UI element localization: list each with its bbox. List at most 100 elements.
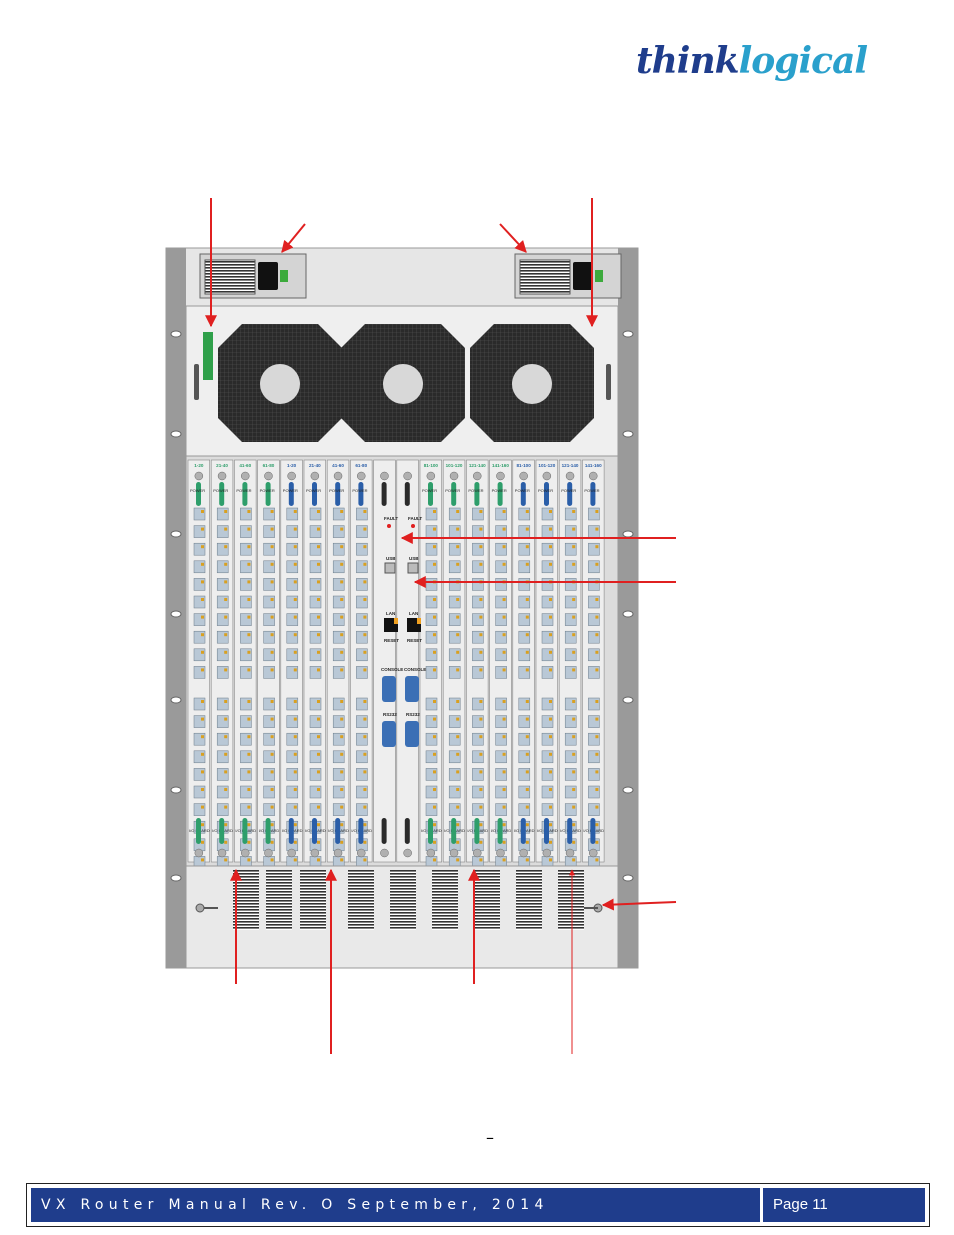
port — [588, 732, 600, 746]
port — [425, 803, 438, 816]
controller-reset-label: RESET — [384, 638, 399, 643]
port — [472, 630, 484, 644]
port — [193, 542, 206, 556]
card-ejector-top — [520, 482, 526, 506]
port — [263, 666, 275, 679]
port — [356, 666, 368, 679]
port — [448, 785, 461, 799]
port — [448, 732, 461, 746]
power-inlet-icon — [258, 262, 278, 290]
port — [518, 666, 531, 679]
port — [332, 666, 345, 679]
card-ejector-top — [590, 482, 596, 506]
port — [541, 768, 554, 781]
port — [309, 732, 322, 746]
card-power-label: POWER — [584, 488, 599, 493]
port — [240, 525, 252, 538]
card-ejector-top — [265, 482, 271, 506]
right-rack-rail — [618, 248, 638, 968]
port — [263, 525, 275, 538]
port — [425, 697, 438, 711]
port — [541, 715, 554, 728]
port — [193, 507, 206, 521]
port — [309, 697, 322, 711]
port — [240, 732, 252, 746]
port — [495, 542, 507, 556]
card-ejector-bottom — [358, 818, 364, 844]
fan-1 — [218, 324, 342, 442]
port — [472, 648, 484, 662]
port — [240, 542, 252, 556]
port — [472, 732, 484, 746]
port — [356, 595, 368, 609]
port — [564, 666, 577, 679]
port — [564, 803, 577, 816]
port — [518, 525, 531, 538]
card-ejector-top — [288, 482, 294, 506]
port — [309, 507, 322, 521]
port — [564, 715, 577, 728]
port — [448, 648, 461, 662]
port — [216, 613, 229, 626]
card-ejector-bottom — [335, 818, 341, 844]
card-power-label: POWER — [260, 488, 275, 493]
card-ejector-top — [451, 482, 457, 506]
port — [332, 768, 345, 781]
port — [193, 613, 206, 626]
port — [564, 630, 577, 644]
port — [518, 613, 531, 626]
port — [541, 750, 554, 764]
port — [309, 595, 322, 609]
port — [495, 507, 507, 521]
port — [588, 613, 600, 626]
port — [541, 613, 554, 626]
fan-2 — [341, 324, 465, 442]
card-power-label: POWER — [445, 488, 460, 493]
port — [332, 630, 345, 644]
port — [263, 542, 275, 556]
fan-3 — [470, 324, 594, 442]
port — [448, 697, 461, 711]
port — [286, 613, 299, 626]
port — [263, 697, 275, 711]
controller-console-label: CONSOLE — [404, 667, 426, 672]
slot-label: 141-160 — [585, 463, 602, 468]
port — [263, 715, 275, 728]
port — [309, 578, 322, 591]
port — [286, 666, 299, 679]
card-ejector-top — [312, 482, 317, 506]
port — [193, 578, 206, 591]
port — [448, 613, 461, 626]
port — [564, 785, 577, 799]
port — [518, 507, 531, 521]
controller-usb-label: USB — [409, 556, 419, 561]
port — [193, 803, 206, 816]
port — [193, 785, 206, 799]
port — [495, 715, 507, 728]
port — [541, 803, 554, 816]
port — [309, 666, 322, 679]
port — [240, 785, 252, 799]
port — [564, 525, 577, 538]
port — [564, 560, 577, 574]
slot-label: 61-80 — [263, 463, 275, 468]
port — [495, 768, 507, 781]
card-ejector-bottom — [474, 818, 480, 844]
port — [495, 560, 507, 574]
port — [193, 750, 206, 764]
slot-label: 21-40 — [216, 463, 228, 468]
port — [286, 803, 299, 816]
controller-fault-label: FAULT — [408, 516, 422, 521]
port — [216, 578, 229, 591]
controller-usb-label: USB — [386, 556, 396, 561]
port — [356, 715, 368, 728]
port — [541, 542, 554, 556]
port — [472, 768, 484, 781]
port — [495, 666, 507, 679]
port — [193, 648, 206, 662]
